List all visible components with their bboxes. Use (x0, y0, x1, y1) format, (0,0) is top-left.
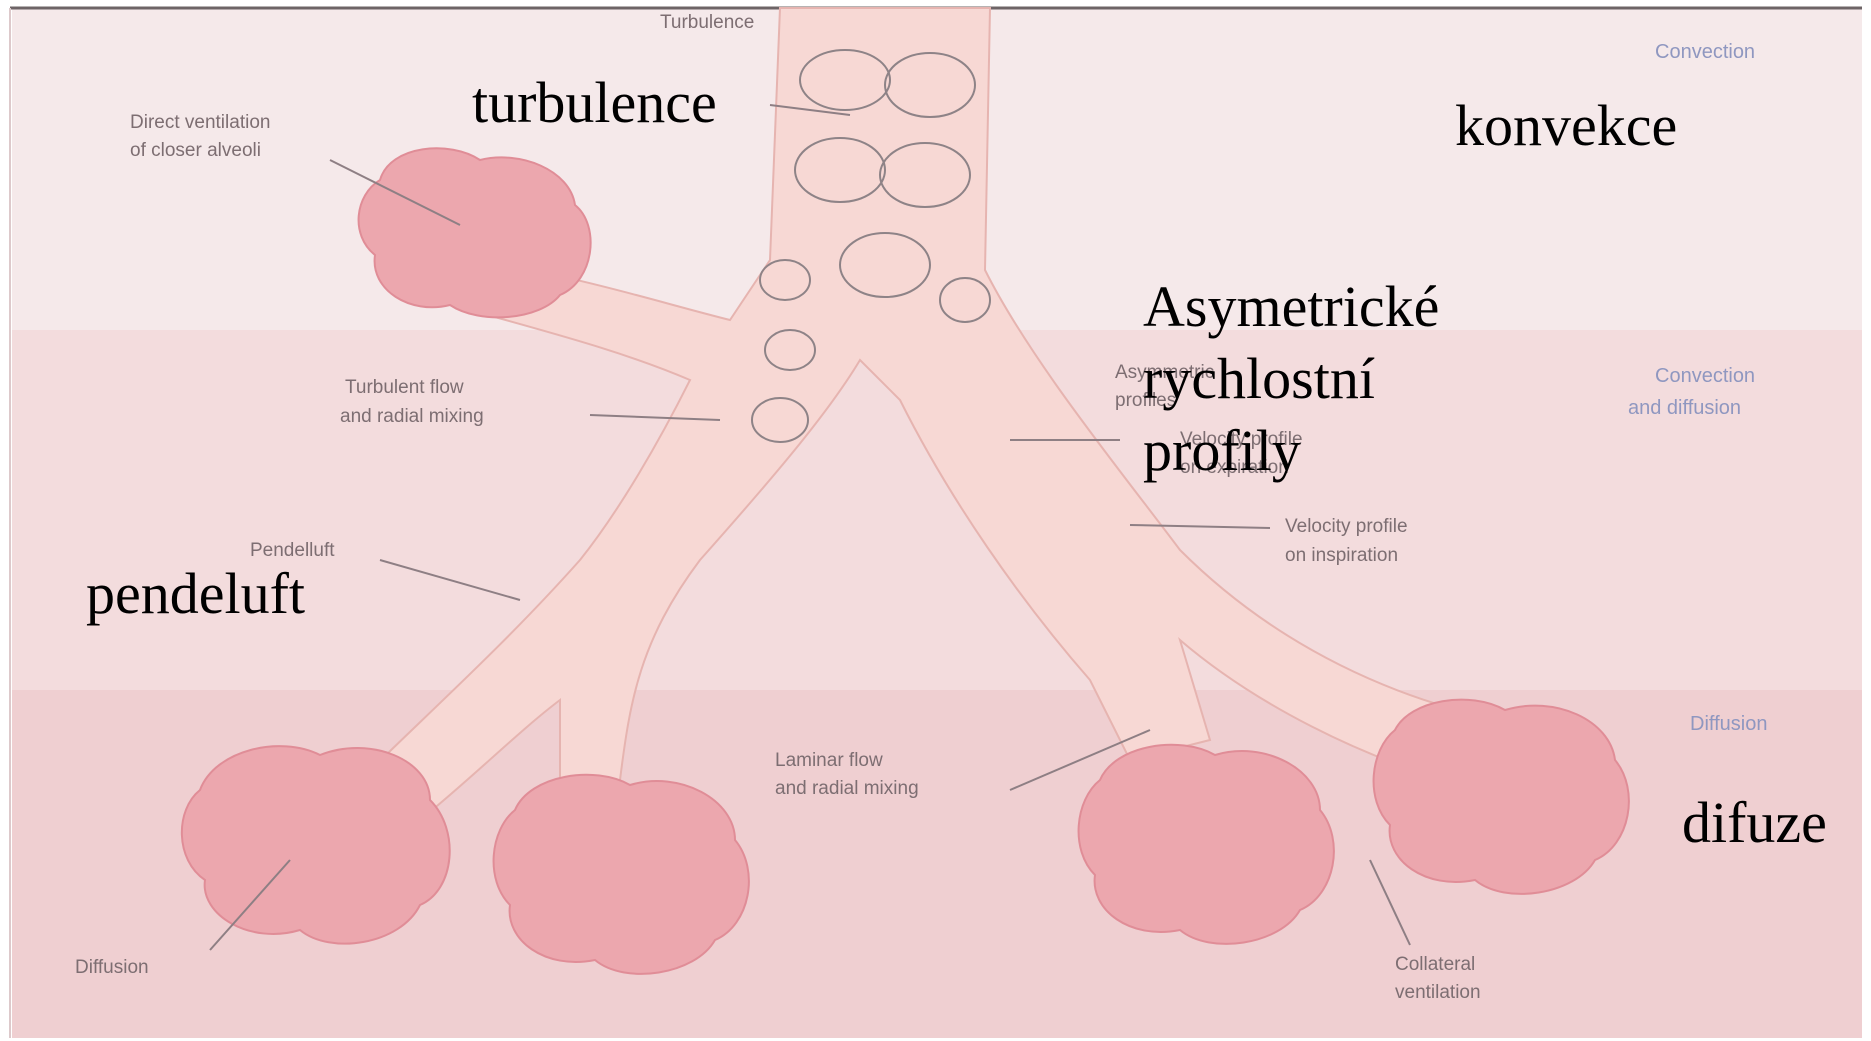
label-asymmetric-line-3: profily (1143, 415, 1301, 487)
label-pendelluft: pendeluft (86, 558, 305, 630)
zone-label-diffusion: Diffusion (1690, 713, 1767, 735)
alveolus-lower-left-2 (494, 775, 749, 974)
label-turbulent-flow-1: Turbulent flow (345, 377, 464, 398)
label-turbulence-small: Turbulence (660, 12, 754, 33)
zone-label-convection: Convection (1655, 41, 1755, 63)
zone-label-convection-diffusion-2: and diffusion (1628, 397, 1741, 419)
label-diffusion-small: Diffusion (75, 957, 149, 978)
label-direct-ventilation-1: Direct ventilation (130, 112, 270, 133)
label-turbulent-flow-2: and radial mixing (340, 406, 484, 427)
label-velocity-inspiration-2: on inspiration (1285, 545, 1398, 566)
label-asymmetric-line-2: rychlostní (1143, 343, 1375, 415)
label-turbulence: turbulence (472, 67, 717, 139)
alveolus-lower-left-1 (182, 746, 450, 943)
alveolus-lower-right-2 (1374, 700, 1629, 894)
label-diffusion: difuze (1682, 787, 1827, 859)
label-convection: konvekce (1455, 90, 1677, 162)
label-velocity-inspiration-1: Velocity profile (1285, 516, 1408, 537)
label-collateral-1: Collateral (1395, 954, 1475, 975)
alveolus-lower-right-1 (1079, 745, 1334, 944)
label-laminar-flow-1: Laminar flow (775, 750, 883, 771)
zone-label-convection-diffusion-1: Convection (1655, 365, 1755, 387)
alveolus-upper-left (359, 148, 591, 317)
label-laminar-flow-2: and radial mixing (775, 778, 919, 799)
label-asymmetric-line-1: Asymetrické (1143, 271, 1439, 343)
label-collateral-2: ventilation (1395, 982, 1481, 1003)
label-direct-ventilation-2: of closer alveoli (130, 140, 261, 161)
